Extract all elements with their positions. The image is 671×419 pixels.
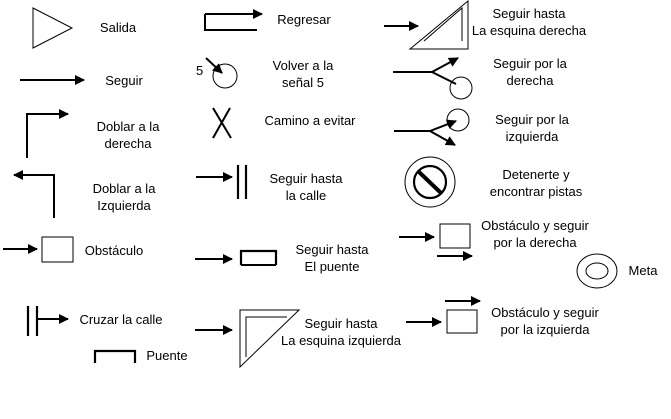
label-cruzar-calle: Cruzar la calle bbox=[79, 312, 163, 327]
fork-right-icon bbox=[393, 57, 473, 100]
label-camino-evitar: Camino a evitar bbox=[264, 113, 356, 128]
left-corner-icon bbox=[195, 309, 301, 369]
label-seguir-esquina-derecha: Seguir hasta La esquina derecha bbox=[471, 6, 587, 38]
return-to-sign-icon bbox=[205, 57, 238, 89]
turn-left-icon bbox=[13, 170, 55, 218]
label-salida: Salida bbox=[99, 20, 137, 35]
label-seguir-por-izquierda: Seguir por la izquierda bbox=[495, 112, 569, 144]
right-corner-icon bbox=[384, 0, 469, 50]
label-meta: Meta bbox=[628, 263, 658, 278]
stop-circle-icon bbox=[404, 156, 456, 208]
sign-number: 5 bbox=[196, 63, 203, 78]
obstacle-icon bbox=[3, 236, 74, 263]
label-puente: Puente bbox=[146, 348, 188, 363]
label-doblar-derecha: Doblar a la derecha bbox=[96, 119, 160, 151]
return-arrow-icon bbox=[204, 9, 263, 31]
label-seguir-puente: Seguir hasta El puente bbox=[295, 242, 369, 274]
follow-to-bridge-icon bbox=[195, 249, 278, 266]
label-regresar: Regresar bbox=[277, 12, 331, 27]
label-seguir: Seguir bbox=[105, 73, 143, 88]
label-seguir-por-derecha: Seguir por la derecha bbox=[493, 56, 567, 88]
label-doblar-izquierda: Doblar a la Izquierda bbox=[92, 181, 156, 213]
obstacle-left-icon bbox=[406, 296, 481, 334]
label-obstaculo: Obstáculo bbox=[84, 243, 144, 258]
follow-to-street-icon bbox=[196, 165, 248, 199]
cross-street-icon bbox=[26, 306, 69, 336]
fork-left-icon bbox=[394, 108, 470, 146]
label-obstaculo-derecha: Obstáculo y seguir por la derecha bbox=[481, 218, 589, 250]
label-obstaculo-izquierda: Obstáculo y seguir por la izquierda bbox=[491, 305, 599, 337]
bridge-icon bbox=[93, 349, 137, 363]
obstacle-right-icon bbox=[399, 223, 473, 261]
turn-right-icon bbox=[26, 109, 69, 158]
label-volver-senal-5: Volver a la señal 5 bbox=[272, 58, 334, 90]
target-icon bbox=[576, 253, 618, 289]
label-detenerse: Detenerte y encontrar pistas bbox=[489, 167, 583, 199]
label-seguir-esquina-izquierda: Seguir hasta La esquina izquierda bbox=[281, 316, 401, 348]
label-seguir-calle: Seguir hasta la calle bbox=[269, 171, 343, 203]
triangle-icon bbox=[32, 7, 74, 49]
cross-icon bbox=[212, 107, 232, 139]
